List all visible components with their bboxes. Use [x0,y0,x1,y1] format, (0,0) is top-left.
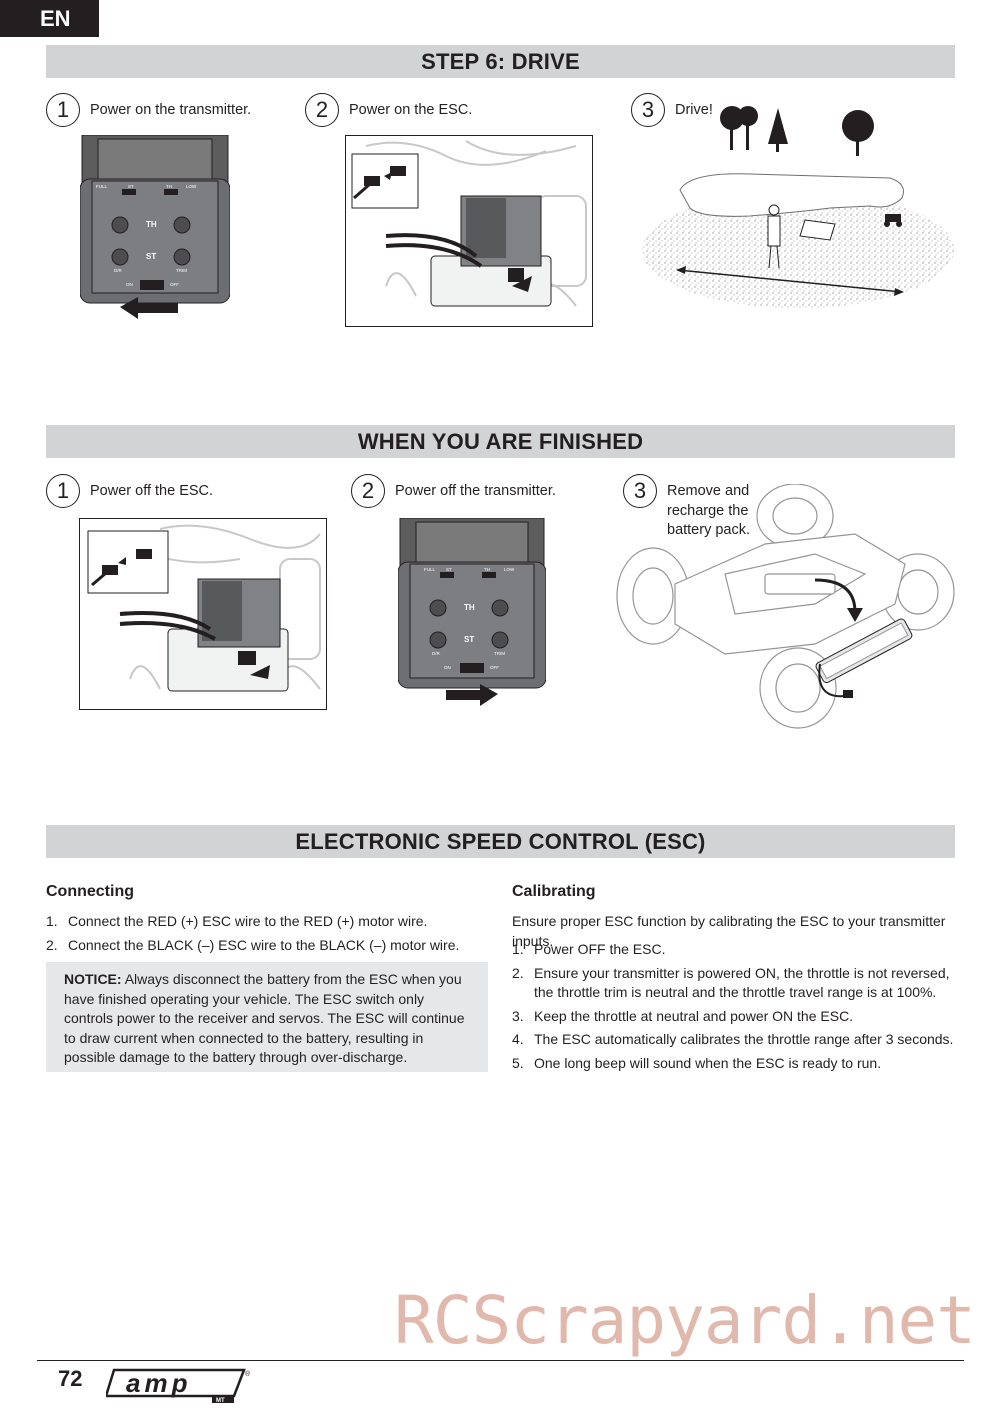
svg-text:LOW: LOW [186,184,197,189]
calibrating-intro: Ensure proper ESC function by calibratin… [512,913,946,949]
svg-text:®: ® [245,1370,251,1378]
arrow-icon [120,297,178,319]
watermark: RCScrapyard.net [394,1282,976,1359]
svg-text:ON: ON [126,282,133,287]
track-icon [642,106,954,308]
driver-figure [767,204,781,269]
step-text: Drive! [675,102,713,118]
svg-text:MT: MT [216,1398,225,1404]
notice-label: NOTICE: [64,971,122,987]
step-number: 3 [623,474,657,508]
notice-text: Always disconnect the battery from the E… [64,971,465,1065]
calibrating-heading: Calibrating [512,883,596,900]
step-text: Power on the ESC. [349,102,473,118]
amp-logo-icon: amp MT ® [104,1368,251,1404]
svg-text:ST: ST [128,184,134,189]
step-number: 2 [305,93,339,127]
step-text: Power off the ESC. [90,483,214,499]
svg-text:TRIM: TRIM [494,651,505,656]
list-item: 5.One long beep will sound when the ESC … [512,1054,882,1071]
arrow-icon [512,276,532,292]
svg-text:TH: TH [464,603,475,612]
truck-icon [616,483,955,729]
arrow-icon [446,684,498,706]
transmitter-icon: FULL ST TH LOW TH ST D/R TRIM ON OFF [79,134,231,319]
drive-track-figure [640,100,956,310]
section-title-esc: ELECTRONIC SPEED CONTROL (ESC) [46,825,955,858]
esc-power-off-figure [79,518,327,710]
svg-text:LOW: LOW [504,567,515,572]
list-item: 1.Power OFF the ESC. [512,941,666,957]
transmitter-power-off-figure: FULL ST TH LOW TH ST D/R TRIM ON OFF [397,517,547,708]
step-text: Power on the transmitter. [90,102,252,118]
section-title-finished: WHEN YOU ARE FINISHED [46,425,955,458]
tree-icon [720,106,874,156]
svg-text:TH: TH [166,184,172,189]
step-text: Power off the transmitter. [395,483,556,499]
svg-text:ST: ST [446,567,452,572]
svg-text:D/R: D/R [114,268,123,273]
step-number: 1 [46,93,80,127]
list-item: 1.Connect the RED (+) ESC wire to the RE… [46,913,428,929]
step-text: Remove and recharge the battery pack. [667,483,751,538]
svg-text:ST: ST [464,635,474,644]
truck-icon [884,214,902,227]
list-item: 3.Keep the throttle at neutral and power… [512,1007,854,1024]
calibrating-list: 1.Power OFF the ESC. 2.Ensure your trans… [512,940,958,1077]
footer-divider [37,1360,964,1361]
transmitter-icon: FULL ST TH LOW TH ST D/R TRIM ON OFF [397,517,547,706]
svg-text:ST: ST [146,252,156,261]
transmitter-power-on-figure: FULL ST TH LOW TH ST D/R TRIM ON OFF [79,134,231,325]
esc-icon [87,524,321,692]
amp-logo: amp MT ® [104,1366,252,1404]
step-number: 2 [351,474,385,508]
svg-text:D/R: D/R [432,651,441,656]
svg-text:OFF: OFF [170,282,179,287]
section-title-drive: STEP 6: DRIVE [46,45,955,78]
step-number: 1 [46,474,80,508]
language-tab: EN [0,0,99,37]
step-number: 3 [631,93,665,127]
battery-removal-figure [615,483,957,730]
svg-text:TH: TH [484,567,490,572]
connecting-heading: Connecting [46,883,134,900]
esc-icon [351,140,587,307]
svg-text:FULL: FULL [424,567,436,572]
svg-text:amp: amp [126,1368,191,1398]
svg-text:ON: ON [444,665,451,670]
svg-text:FULL: FULL [96,184,108,189]
arrow-icon [250,665,270,679]
svg-text:TRIM: TRIM [176,268,187,273]
svg-text:OFF: OFF [490,665,499,670]
esc-power-on-figure [345,135,593,327]
notice-box: NOTICE: Always disconnect the battery fr… [46,962,488,1072]
connecting-list: 1.Connect the RED (+) ESC wire to the RE… [46,912,488,959]
list-item: 4.The ESC automatically calibrates the t… [512,1031,954,1047]
svg-text:TH: TH [146,220,157,229]
arrow-icon [847,608,863,622]
list-item: 2.Connect the BLACK (–) ESC wire to the … [46,936,460,953]
page-number: 72 [58,1366,83,1391]
list-item: 2.Ensure your transmitter is powered ON,… [512,964,950,1001]
